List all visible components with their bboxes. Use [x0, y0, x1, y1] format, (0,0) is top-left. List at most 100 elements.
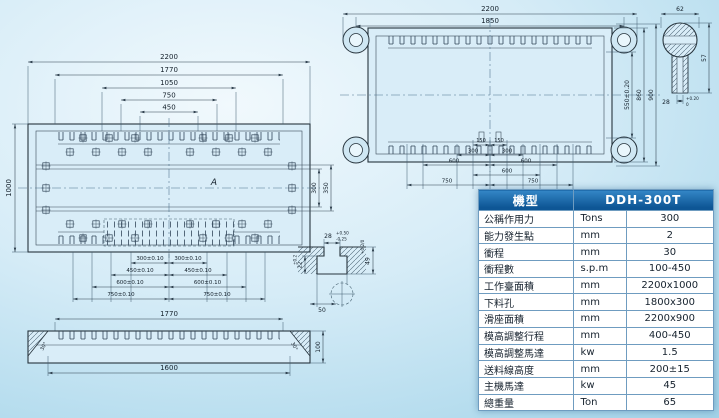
tslot-profile: [298, 246, 366, 275]
spec-row: 衝程 mm 30: [478, 243, 715, 262]
dim-slide-750-r: 750: [528, 179, 539, 185]
dim-chain-450-l: 450±0.10: [126, 268, 154, 274]
dim-sec-angle-left: 30°: [39, 341, 49, 352]
spec-unit: mm: [572, 243, 627, 262]
spec-value: 2200x900: [625, 310, 715, 328]
spec-value: 100-450: [625, 260, 715, 278]
spec-row: 工作臺面積 mm 2200x1000: [478, 276, 715, 295]
dim-tslot-28-tol-minus: -0.25: [336, 237, 347, 242]
spec-name: 模高調整行程: [478, 326, 574, 345]
dim-slide-860: 860: [636, 89, 643, 101]
spec-name: 總重量: [478, 393, 574, 412]
spec-value: 45: [625, 376, 715, 395]
dim-slide-1850: 1850: [481, 17, 499, 25]
spec-value: 200±15: [625, 360, 715, 378]
spec-unit: Tons: [572, 210, 627, 228]
spec-row: 下料孔 mm 1800x300: [478, 293, 715, 312]
spec-row: 模高調整行程 mm 400-450: [478, 326, 715, 345]
spec-unit: mm: [572, 293, 627, 312]
dim-slide-550: 550±0.20: [624, 80, 631, 110]
dim-slide-300-r: 300: [502, 149, 513, 155]
spec-row: 公稱作用力 Tons 300: [478, 210, 715, 228]
dim-tslot-50: 50: [318, 307, 326, 314]
dim-tslot-28: 28: [324, 233, 332, 240]
dim-tslot-22: 22: [298, 262, 304, 269]
spec-unit: mm: [572, 310, 627, 328]
dim-chain-750-l: 750±0.10: [107, 292, 135, 298]
dim-chain-300-l: 300±0.10: [136, 256, 164, 262]
dim-tslot-49-tol: +0.2/0: [360, 239, 365, 254]
spec-name: 下料孔: [478, 293, 574, 312]
spec-name: 主機馬達: [478, 376, 574, 395]
spec-unit: Ton: [572, 393, 627, 412]
spec-unit: mm: [572, 276, 627, 295]
dim-bed-2200: 2200: [160, 53, 178, 61]
dim-bed-300: 300: [311, 182, 318, 194]
dim-slide-150-l: 150: [476, 138, 486, 144]
spec-unit: mm: [572, 326, 627, 345]
dim-bed-450: 450: [162, 104, 175, 112]
spec-unit: mm: [572, 226, 627, 245]
dim-slide-2200: 2200: [481, 5, 499, 13]
dim-slide-900: 900: [648, 89, 655, 101]
dim-bed-750: 750: [162, 92, 175, 100]
spec-name: 模高調整馬達: [478, 343, 574, 362]
slide-top-view: 2200 1850 550±0.20 860 900 150 150 300 3…: [340, 5, 660, 189]
bed-section-view: 1770 30° 30° 1600 100: [27, 310, 326, 376]
dim-sec-100: 100: [315, 341, 322, 353]
spec-value: 2: [625, 226, 715, 245]
dim-col-62: 62: [676, 6, 684, 13]
spec-row: 總重量 Ton 65: [478, 393, 715, 412]
dim-tslot-49: 49: [365, 257, 372, 265]
dim-slide-150-r: 150: [494, 138, 504, 144]
spec-value: 300: [625, 210, 715, 228]
column-detail-view: 62 57 28 +0.20 0: [660, 6, 712, 107]
spec-value: 30: [625, 243, 715, 262]
spec-row: 衝程數 s.p.m 100-450: [478, 260, 715, 278]
dim-sec-1770: 1770: [160, 310, 178, 318]
spec-unit: kw: [572, 376, 627, 395]
spec-name: 滑座面積: [478, 310, 574, 328]
spec-row: 滑座面積 mm 2200x900: [478, 310, 715, 328]
dim-col-57: 57: [701, 54, 708, 62]
tslot-detail-view: 28 +0.50 -0.25 49 +0.2/0 22 ±0.2 50: [293, 231, 376, 314]
dim-slide-300-l: 300: [468, 149, 479, 155]
dim-chain-600-r: 600±0.10: [194, 280, 222, 286]
spec-row: 主機馬達 kw 45: [478, 376, 715, 395]
dim-chain-600-l: 600±0.10: [116, 280, 144, 286]
column-circles: [342, 26, 638, 164]
spec-name: 送料線高度: [478, 360, 574, 378]
spec-unit: kw: [572, 343, 627, 362]
dim-slide-600-c: 600: [502, 169, 513, 175]
spec-value: 2200x1000: [625, 276, 715, 295]
dim-bed-1000: 1000: [5, 179, 13, 197]
dim-chain-300-r: 300±0.10: [174, 256, 202, 262]
dim-col-28: 28: [662, 99, 670, 106]
spec-name: 工作臺面積: [478, 276, 574, 295]
spec-table: 機型 DDH-300T 公稱作用力 Tons 300 能力發生點 mm 2 衝程…: [478, 189, 715, 412]
section-label-a: A: [210, 178, 217, 188]
dim-tslot-22-tol: ±0.2: [293, 254, 298, 265]
dim-col-28-tol-plus: +0.20: [686, 96, 699, 101]
dim-sec-angle-right: 30°: [289, 341, 299, 352]
dim-chain-450-r: 450±0.10: [184, 268, 212, 274]
dim-sec-1600: 1600: [160, 364, 178, 372]
dim-chain-750-r: 750±0.10: [203, 292, 231, 298]
dim-bed-350: 350: [323, 182, 330, 194]
spec-row: 送料線高度 mm 200±15: [478, 360, 715, 378]
spec-value: 1.5: [625, 343, 715, 362]
spec-value: 1800x300: [625, 293, 715, 312]
dim-bed-1770: 1770: [160, 66, 178, 74]
dim-slide-750-l: 750: [442, 179, 453, 185]
dim-bed-1050: 1050: [160, 79, 178, 87]
spec-row: 模高調整馬達 kw 1.5: [478, 343, 715, 362]
bed-top-view: A 2200 1770 1050 750 450 1000 300 350: [5, 53, 334, 302]
spec-unit: s.p.m: [572, 260, 627, 278]
dim-col-28-tol-minus: 0: [686, 102, 689, 107]
spec-name: 能力發生點: [478, 226, 574, 245]
spec-name: 公稱作用力: [478, 210, 574, 228]
spec-name: 衝程數: [478, 260, 574, 278]
dim-tslot-28-tol-plus: +0.50: [336, 231, 349, 236]
